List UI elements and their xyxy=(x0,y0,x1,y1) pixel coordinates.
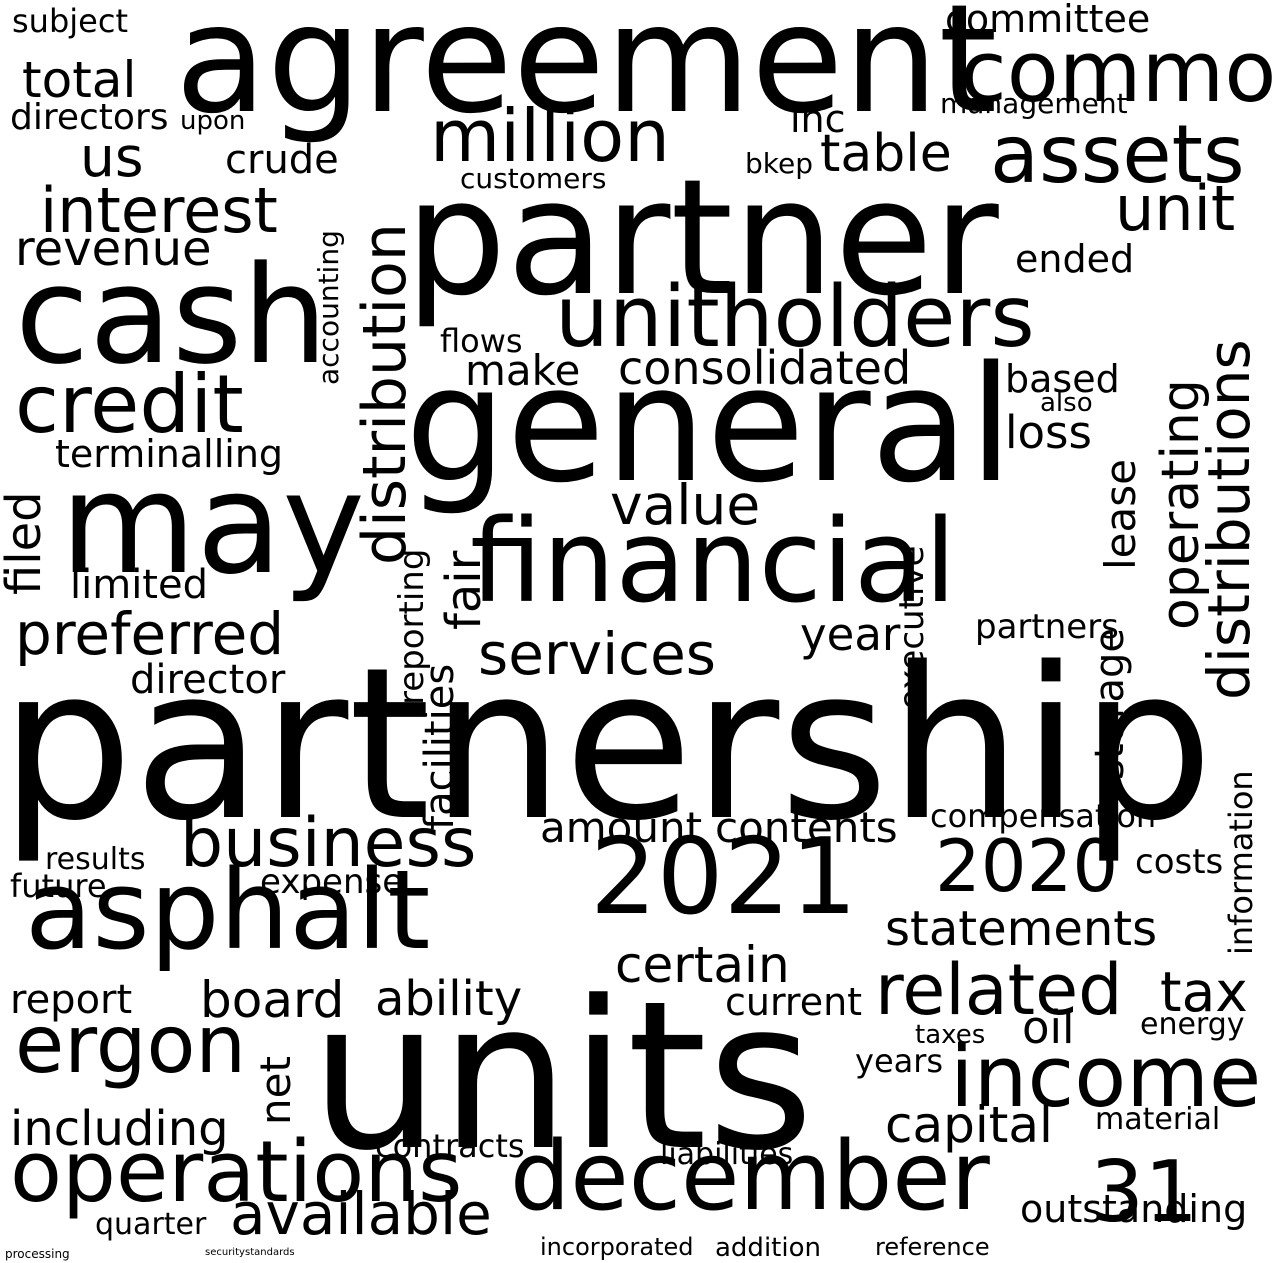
word-customers: customers xyxy=(460,162,607,195)
word-oil: oil xyxy=(1022,1001,1075,1054)
word-available: available xyxy=(230,1180,492,1248)
word-net: net xyxy=(251,1056,300,1125)
word-directors: directors xyxy=(10,97,169,138)
word-credit: credit xyxy=(15,358,244,451)
word-business: business xyxy=(180,804,477,883)
word-capital: capital xyxy=(885,1096,1053,1154)
word-liabilities: liabilities xyxy=(660,1137,794,1172)
word-also: also xyxy=(1040,388,1093,418)
word-fair: fair xyxy=(436,550,492,630)
word-energy: energy xyxy=(1140,1007,1245,1042)
word-table: table xyxy=(820,124,952,184)
word-accounting: accounting xyxy=(312,230,345,385)
word-compensation: compensation xyxy=(930,797,1157,835)
word-material: material xyxy=(1095,1102,1221,1137)
word-outstanding: outstanding xyxy=(1020,1187,1248,1231)
word-assets: assets xyxy=(990,108,1245,201)
word-related: related xyxy=(875,949,1123,1031)
word-limited: limited xyxy=(70,562,208,608)
word-lease: lease xyxy=(1096,459,1145,570)
word-reporting: reporting xyxy=(392,548,432,705)
word-total: total xyxy=(22,51,137,109)
word-december: december xyxy=(510,1122,990,1232)
word-ability: ability xyxy=(375,971,523,1027)
word-31: 31 xyxy=(1090,1143,1199,1242)
word-services: services xyxy=(478,620,716,688)
word-general: general xyxy=(405,331,1014,518)
word-asphalt: asphalt xyxy=(25,846,431,974)
word-preferred: preferred xyxy=(15,600,285,668)
word-filed: filed xyxy=(0,491,52,595)
word-income: income xyxy=(950,1028,1262,1127)
word-cash: cash xyxy=(15,237,328,394)
word-quarter: quarter xyxy=(95,1207,207,1242)
word-reference: reference xyxy=(875,1233,990,1261)
word-partner: partner xyxy=(405,144,999,331)
word-statements: statements xyxy=(885,901,1158,957)
word-director: director xyxy=(130,657,286,703)
word-processing: processing xyxy=(5,1247,70,1261)
word-certain: certain xyxy=(615,936,790,994)
word-subject: subject xyxy=(12,2,128,40)
word-operating: operating xyxy=(1151,379,1211,630)
word-based: based xyxy=(1005,357,1120,401)
word-management: management xyxy=(940,87,1128,120)
word-standards: standards xyxy=(245,1247,295,1258)
word-committee: committee xyxy=(945,0,1151,41)
word-revenue: revenue xyxy=(15,221,212,277)
word-distribution: distribution xyxy=(350,223,420,565)
word-executive: executive xyxy=(892,545,932,710)
word-tax: tax xyxy=(1160,960,1248,1024)
word-results: results xyxy=(45,842,146,877)
word-report: report xyxy=(10,977,133,1023)
word-us: us xyxy=(80,125,144,189)
word-year: year xyxy=(800,608,901,661)
word-bkep: bkep xyxy=(745,147,813,180)
word-loss: loss xyxy=(1005,406,1092,459)
word-addition: addition xyxy=(715,1233,821,1263)
word-taxes: taxes xyxy=(915,1020,986,1050)
word-ergon: ergon xyxy=(15,998,247,1091)
word-current: current xyxy=(725,980,863,1024)
word-information: information xyxy=(1222,770,1260,955)
word-make: make xyxy=(465,346,581,395)
word-incorporated: incorporated xyxy=(540,1233,694,1261)
word-contents: contents xyxy=(715,803,898,852)
word-storage: storage xyxy=(1087,628,1133,780)
word-future: future xyxy=(10,867,107,905)
word-units: units xyxy=(310,958,814,1196)
word-unitholders: unitholders xyxy=(555,268,1035,367)
word-security: security xyxy=(205,1247,245,1258)
word-crude: crude xyxy=(225,137,339,183)
word-contracts: contracts xyxy=(375,1127,525,1165)
word-including: including xyxy=(10,1101,229,1157)
word-expense: expense xyxy=(260,862,404,902)
word-board: board xyxy=(200,971,345,1029)
word-operations: operations xyxy=(10,1123,463,1222)
word-partners: partners xyxy=(975,607,1119,647)
word-terminalling: terminalling xyxy=(55,432,284,476)
word-unit: unit xyxy=(1115,172,1236,245)
word-consolidated: consolidated xyxy=(618,341,912,395)
word-2021: 2021 xyxy=(590,816,858,938)
word-ended: ended xyxy=(1015,237,1135,281)
word-upon: upon xyxy=(180,106,246,136)
word-interest: interest xyxy=(40,174,278,247)
word-partnership: partnership xyxy=(0,622,1214,867)
word-million: million xyxy=(430,94,670,178)
word-financial: financial xyxy=(470,495,957,629)
word-amount: amount xyxy=(540,803,703,852)
word-value: value xyxy=(610,473,761,537)
word-inc: inc xyxy=(790,97,846,141)
word-costs: costs xyxy=(1135,842,1224,882)
word-flows: flows xyxy=(440,322,523,360)
word-years: years xyxy=(855,1042,944,1080)
word-2020: 2020 xyxy=(935,824,1119,908)
word-agreement: agreement xyxy=(175,0,998,147)
word-may: may xyxy=(60,443,366,606)
word-common: common xyxy=(960,23,1280,122)
